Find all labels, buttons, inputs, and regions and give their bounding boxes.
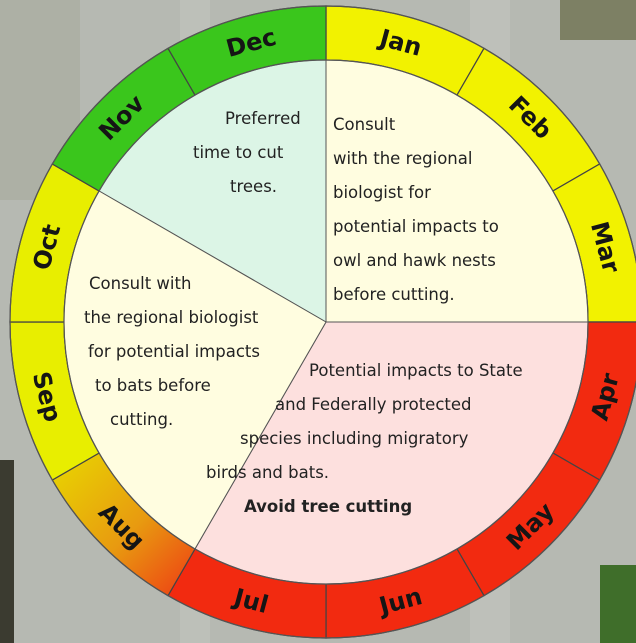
preferred-line-2: time to cut — [193, 136, 283, 170]
summer-line-3: species including migratory — [240, 422, 468, 456]
summer-line-4: birds and bats. — [206, 456, 329, 490]
fall-line-2: the regional biologist — [84, 301, 258, 335]
preferred-line-1: Preferred — [225, 102, 301, 136]
spring-line-1: Consult — [333, 108, 499, 142]
spring-line-3: biologist for — [333, 176, 499, 210]
summer-line-1: Potential impacts to State — [309, 354, 523, 388]
summer-line-2: and Federally protected — [275, 388, 472, 422]
spring-line-2: with the regional — [333, 142, 499, 176]
summer-avoid-note: Potential impacts to State and Federally… — [0, 354, 636, 534]
spring-line-4: potential impacts to — [333, 210, 499, 244]
fall-line-1: Consult with — [89, 267, 191, 301]
avoid-tree-cutting-label: Avoid tree cutting — [244, 490, 412, 524]
preferred-line-3: trees. — [230, 170, 277, 204]
preferred-cutting-note: Preferred time to cut trees. — [0, 102, 636, 202]
